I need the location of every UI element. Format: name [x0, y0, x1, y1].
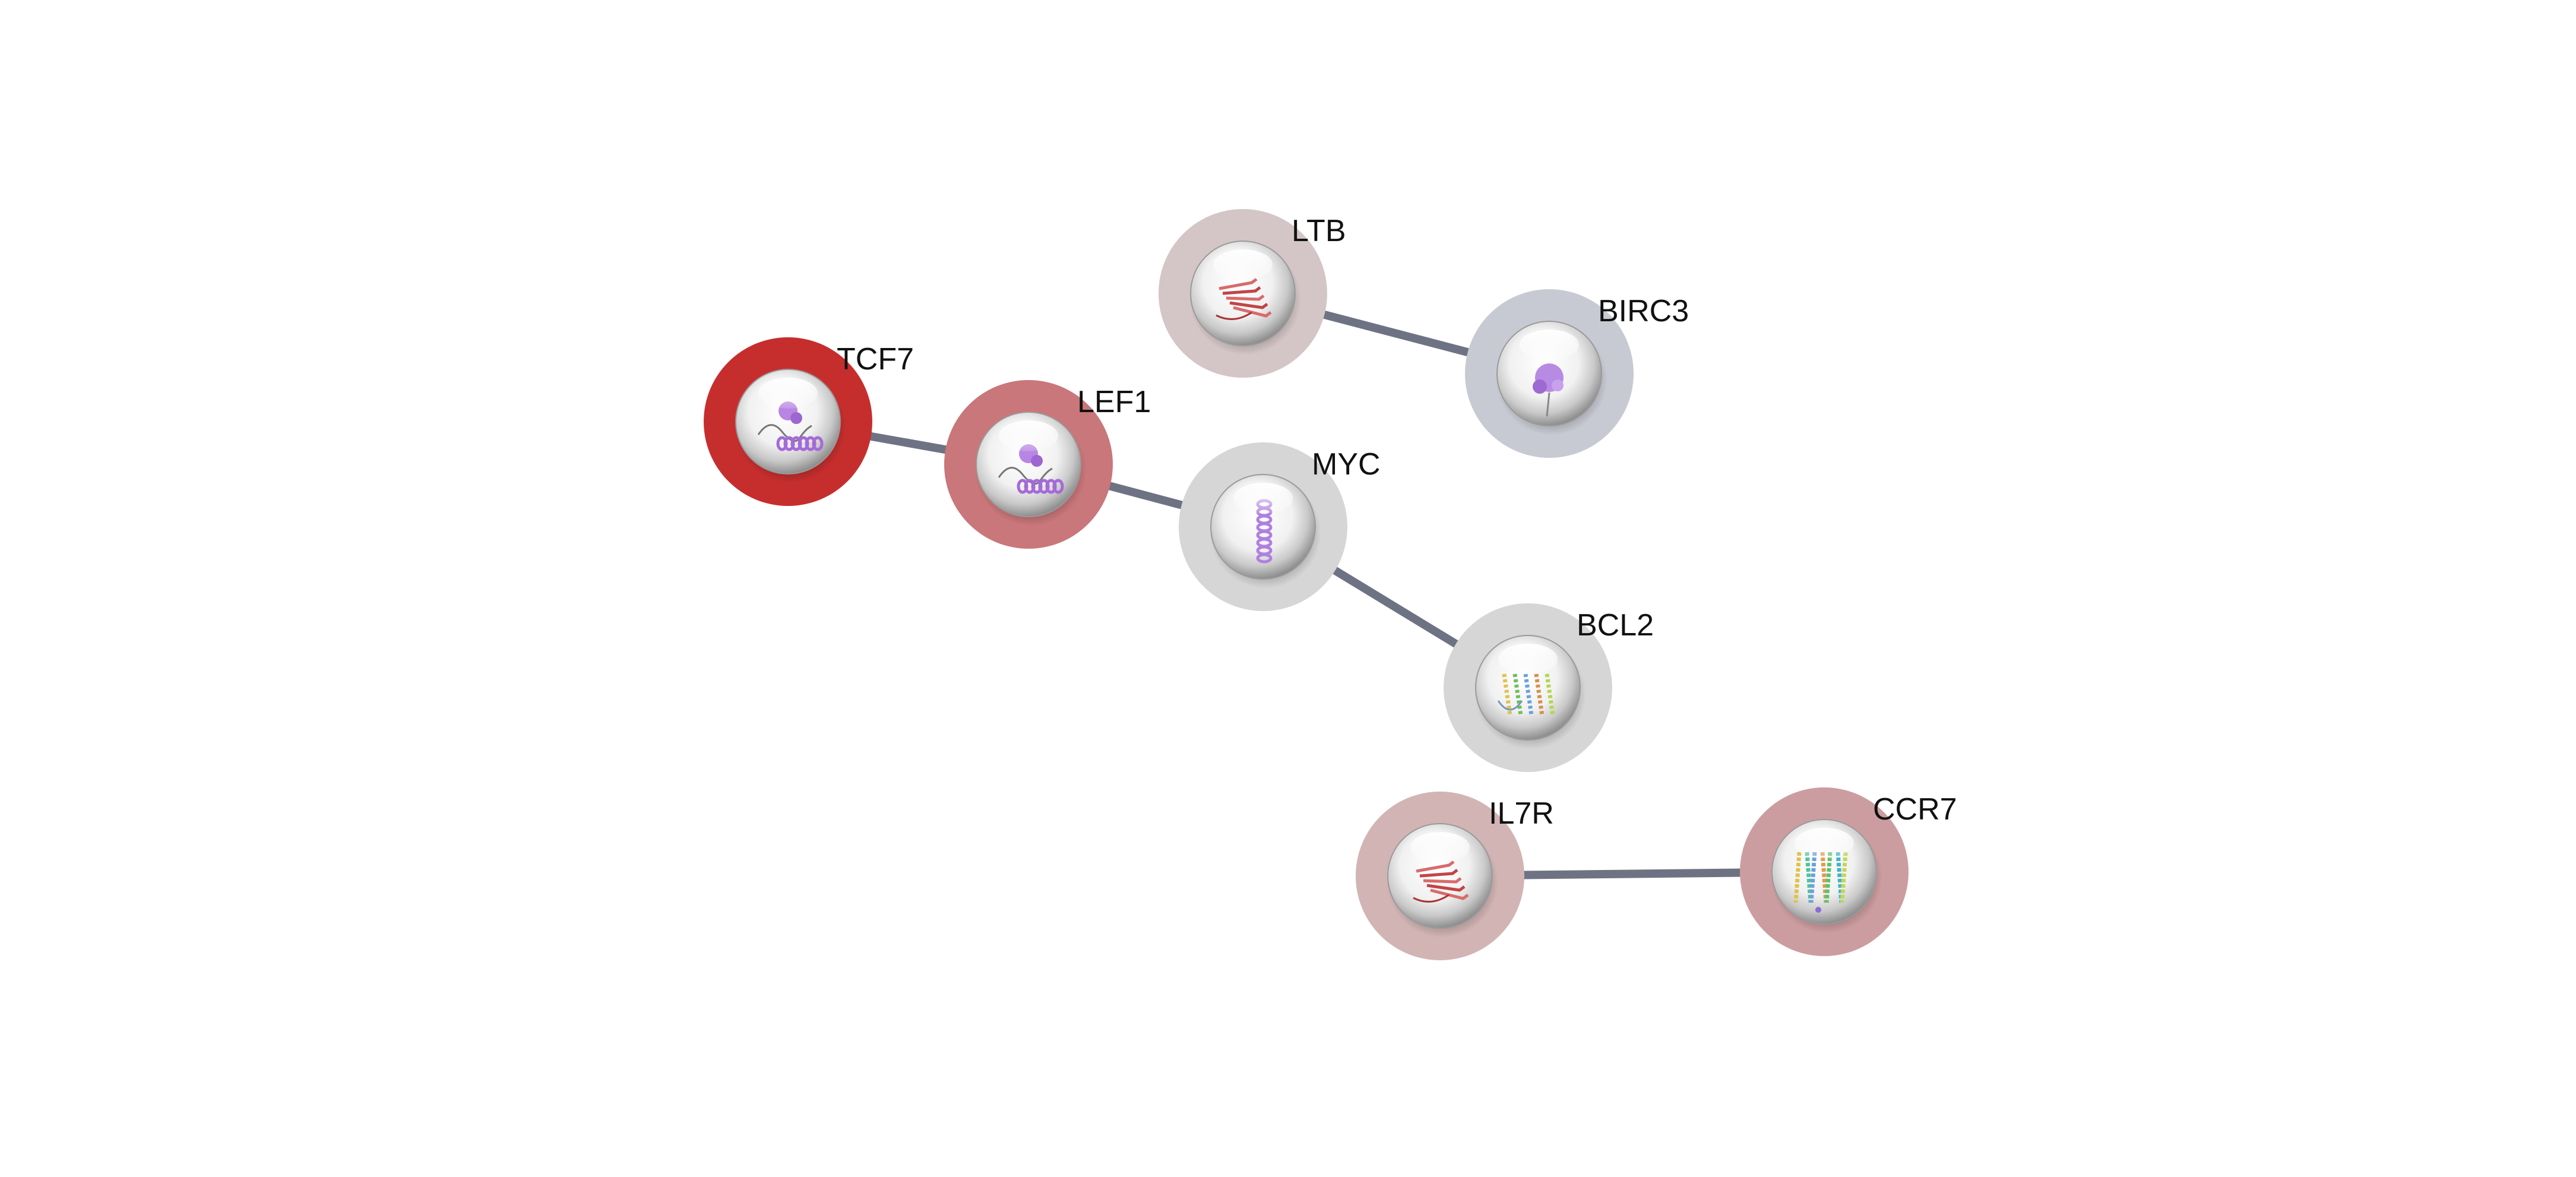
- node-gloss: [1498, 644, 1558, 675]
- node-gloss: [1410, 832, 1470, 863]
- node-label: CCR7: [1873, 792, 1957, 827]
- node-gloss: [1795, 828, 1854, 859]
- node-bcl2[interactable]: BCL2: [1444, 603, 1654, 772]
- node-label: LTB: [1292, 214, 1346, 248]
- node-label: LEF1: [1077, 385, 1151, 419]
- node-label: TCF7: [837, 342, 914, 376]
- node-myc[interactable]: MYC: [1179, 442, 1381, 611]
- node-ltb[interactable]: LTB: [1159, 209, 1346, 378]
- protein-structure-icon: [1793, 852, 1848, 913]
- node-gloss: [1520, 330, 1579, 360]
- protein-structure-icon: [1533, 363, 1564, 417]
- node-lef1[interactable]: LEF1: [944, 380, 1151, 549]
- node-ccr7[interactable]: CCR7: [1740, 787, 1957, 956]
- node-label: BIRC3: [1598, 294, 1689, 328]
- node-il7r[interactable]: IL7R: [1356, 792, 1554, 960]
- node-label: IL7R: [1489, 796, 1554, 831]
- node-label: MYC: [1312, 447, 1381, 482]
- node-gloss: [758, 378, 818, 409]
- protein-structure-icon: [1497, 673, 1555, 716]
- node-label: BCL2: [1577, 608, 1654, 643]
- node-birc3[interactable]: BIRC3: [1465, 289, 1689, 458]
- node-tcf7[interactable]: TCF7: [704, 337, 914, 506]
- node-gloss: [999, 420, 1058, 451]
- node-gloss: [1213, 249, 1273, 280]
- protein-structure-icon: [1413, 860, 1469, 903]
- node-gloss: [1233, 483, 1293, 514]
- protein-structure-icon: [1216, 278, 1272, 320]
